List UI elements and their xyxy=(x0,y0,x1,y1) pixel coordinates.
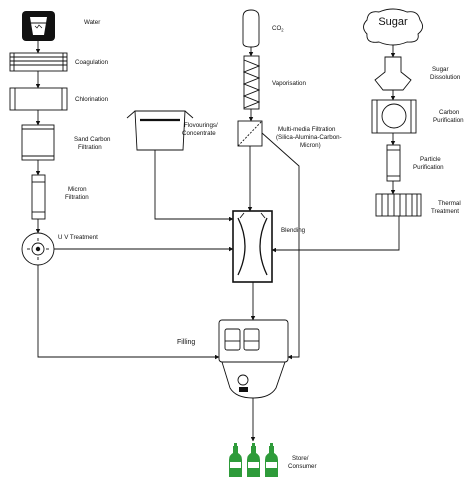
particle-purification-label-2: Purification xyxy=(413,164,444,171)
filling-label: Filling xyxy=(177,339,195,346)
carbon-purification-label-1: Carbon xyxy=(439,109,460,116)
sand-carbon-label-1: Sand Carbon xyxy=(74,136,111,143)
coagulation-label: Coagulation xyxy=(75,59,109,66)
thermal-treatment-label-2: Treatment xyxy=(431,208,459,215)
flavourings-label-2: Concentrate xyxy=(182,130,216,137)
micron-filter-icon xyxy=(31,174,46,220)
funnel-icon xyxy=(374,56,412,91)
store-label-1: Store/ xyxy=(292,455,309,462)
chlorination-label: Chlorination xyxy=(75,96,109,103)
sand-carbon-filter-icon xyxy=(21,124,55,161)
vaporiser-coil-icon xyxy=(242,55,261,110)
bottle-icon xyxy=(247,443,260,477)
sugar-label: Sugar xyxy=(378,16,408,28)
water-label: Water xyxy=(84,19,100,26)
vaporisation-label: Vaporisation xyxy=(272,80,306,87)
micron-label-1: Micron xyxy=(68,186,87,193)
sugar-dissolution-label-2: Dissolution xyxy=(430,74,461,81)
multimedia-label-3: Micron) xyxy=(300,142,321,149)
multimedia-filter-icon xyxy=(237,120,263,147)
blending-label: Blending xyxy=(281,227,306,234)
flavourings-label-1: Flovourings/ xyxy=(184,122,218,129)
particle-purification-label-1: Particle xyxy=(420,156,441,163)
water-icon xyxy=(22,11,55,41)
bottle-icon xyxy=(229,443,242,477)
particle-filter-icon xyxy=(386,144,401,182)
chlorination-icon xyxy=(9,87,68,111)
carbon-purifier-icon xyxy=(371,99,417,134)
thermal-treatment-label-1: Thermal xyxy=(438,200,461,207)
flavourings-tank-icon xyxy=(126,110,194,151)
co2-cylinder-icon xyxy=(242,9,260,48)
carbon-purification-label-2: Purification xyxy=(433,117,464,124)
mixer-icon xyxy=(232,210,273,283)
store-label-2: Consumer xyxy=(288,463,317,470)
flow-uv-filling xyxy=(37,265,220,360)
bottle-icon xyxy=(265,443,278,477)
sand-carbon-label-2: Filtration xyxy=(78,144,102,151)
sugar-dissolution-label-1: Sugar xyxy=(432,66,449,73)
uv-treatment-label: U V Treatment xyxy=(58,234,98,241)
uv-lamp-icon xyxy=(21,232,55,266)
thermal-treatment-icon xyxy=(375,193,422,217)
multimedia-label-2: (Silica-Alumina-Carbon- xyxy=(276,134,342,141)
flow-multimedia-filling xyxy=(261,132,300,360)
flow-thermal-blending xyxy=(271,216,400,253)
coagulation-icon xyxy=(9,52,68,72)
co2-label: CO2 xyxy=(272,25,284,33)
multimedia-label-1: Multi-media Filtration xyxy=(278,126,336,133)
flow-flavourings-blending xyxy=(154,150,234,222)
filling-machine-icon xyxy=(218,319,289,399)
micron-label-2: Filtration xyxy=(65,194,89,201)
sugar-cloud-icon xyxy=(363,8,423,46)
